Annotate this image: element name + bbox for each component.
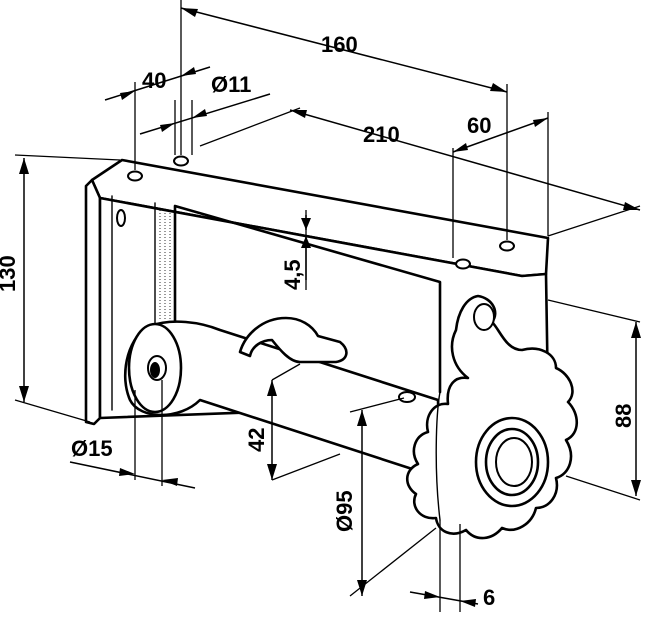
- back-plate: [84, 178, 102, 426]
- side-hole: [116, 209, 126, 227]
- dim-label-4-5: 4,5: [280, 259, 305, 290]
- dim-label-130: 130: [0, 255, 20, 292]
- mounting-hole: [173, 155, 189, 167]
- dim-label-6: 6: [483, 585, 495, 610]
- mounting-hole: [127, 170, 143, 182]
- ratchet-pin: [473, 303, 495, 331]
- mounting-hole: [455, 258, 471, 270]
- dim-label-42: 42: [244, 428, 269, 452]
- dim-label-88: 88: [611, 404, 636, 428]
- dim-label-diameter-95: Ø95: [332, 490, 357, 532]
- flange-hole: [398, 391, 416, 403]
- dim-label-diameter-11: Ø11: [211, 72, 251, 97]
- dim-label-40: 40: [142, 68, 166, 93]
- dim-label-diameter-15: Ø15: [71, 436, 113, 461]
- dimension-labels: 160 40 Ø11 210 60 130 4,5 88 Ø15 42 Ø95 …: [0, 32, 636, 610]
- hub-bore: [495, 437, 533, 487]
- dim-label-60: 60: [467, 113, 491, 138]
- dimension-lines: [14, 0, 641, 612]
- dim-label-160: 160: [321, 32, 358, 57]
- mounting-hole: [499, 240, 515, 252]
- dim-label-210: 210: [363, 122, 400, 147]
- inner-recess: [173, 204, 442, 394]
- shaft-end-hole-shadow: [150, 362, 160, 378]
- ratchet-flange: [435, 391, 441, 521]
- pawl: [238, 316, 348, 364]
- recess-edge: [111, 195, 156, 411]
- shading: [159, 210, 171, 320]
